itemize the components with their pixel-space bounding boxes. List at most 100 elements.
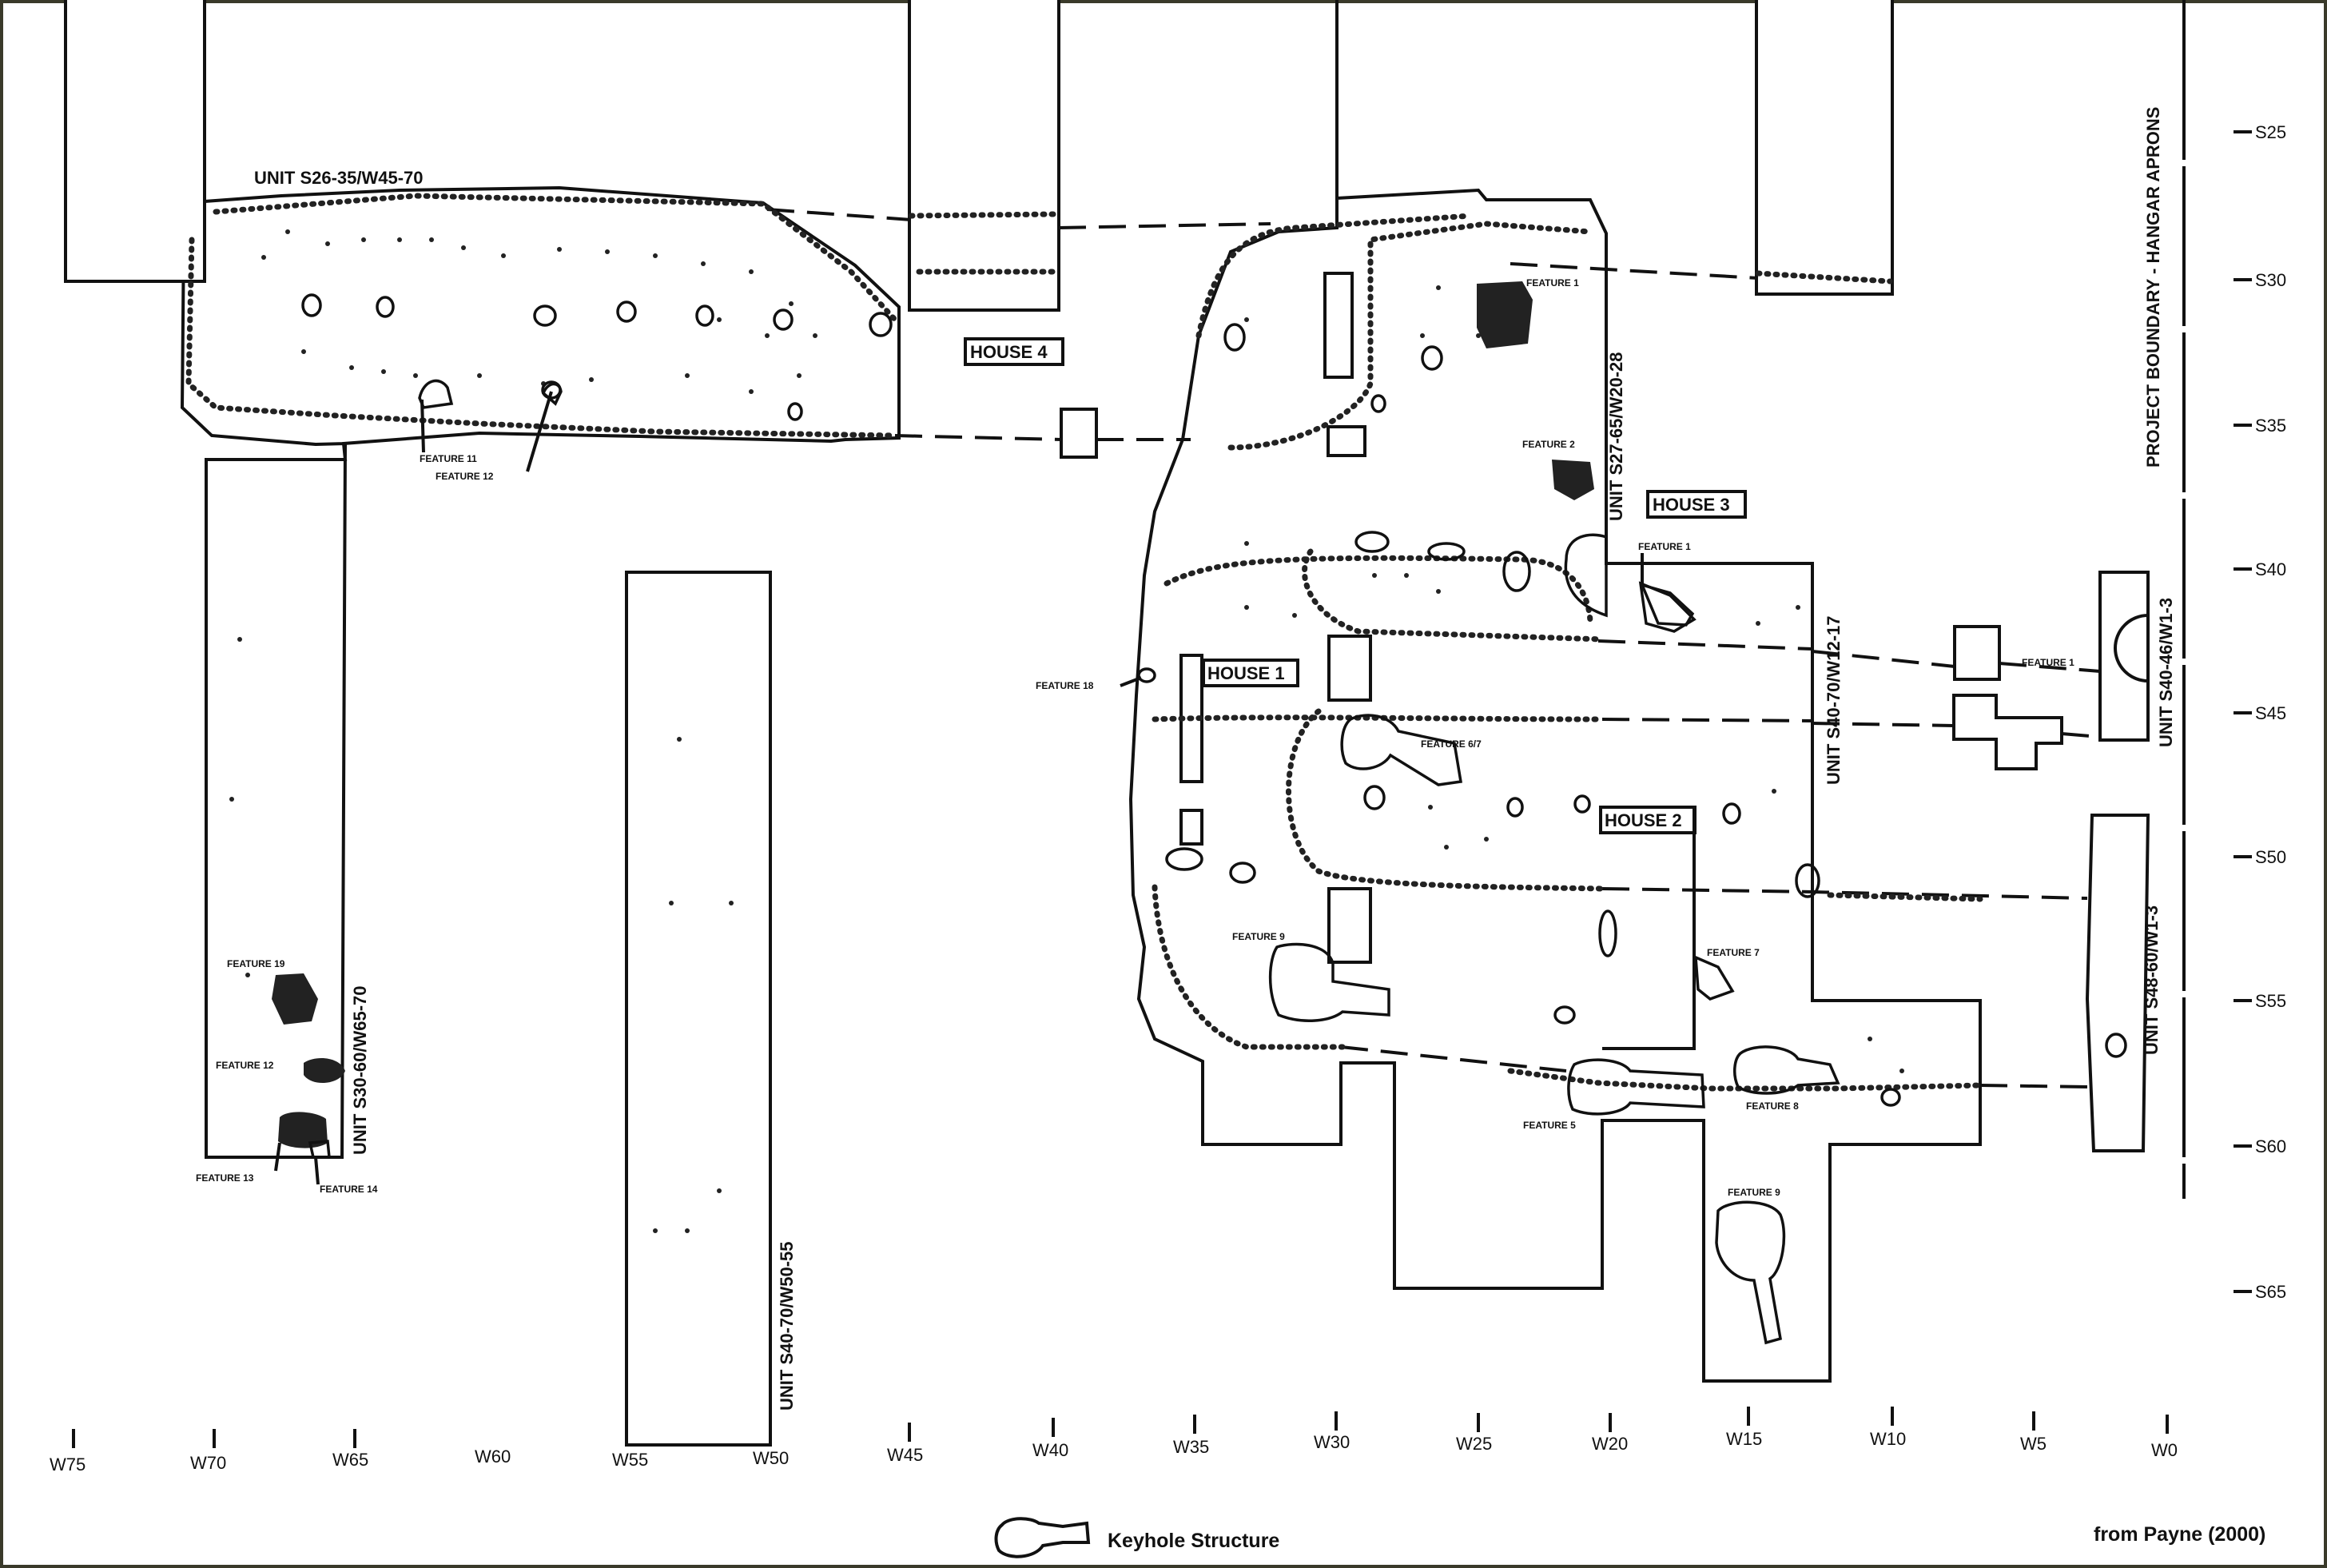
x-label-w40: W40 (1032, 1440, 1068, 1460)
small-unit-w7-cross (1952, 694, 2063, 770)
label-unit-s40-46-w1-3: UNIT S40-46/W1-3 (2156, 598, 2176, 747)
keyhole-feature-7 (1694, 955, 1735, 1001)
small-box-house-4 (1060, 408, 1098, 459)
keyhole-feature-1c (1639, 583, 1695, 627)
label-feature-5: FEATURE 5 (1523, 1120, 1576, 1131)
label-unit-s26-35-w45-70: UNIT S26-35/W45-70 (254, 168, 424, 188)
y-label-s40: S40 (2255, 559, 2286, 579)
unit-s27-65-w20-28-outline (1128, 188, 1982, 1383)
stipple-house-1 (1152, 548, 1605, 722)
x-label-w15: W15 (1726, 1429, 1762, 1449)
leader-feature-18 (1120, 676, 1142, 687)
unit-s40-46-half-circle (2114, 614, 2149, 683)
dashed-line-6 (1340, 1045, 2088, 1088)
x-label-w55: W55 (612, 1450, 648, 1470)
label-feature-8: FEATURE 8 (1746, 1100, 1799, 1112)
x-label-w25: W25 (1456, 1434, 1492, 1454)
label-project-boundary: PROJECT BOUNDARY - HANGAR APRONS (2143, 107, 2163, 468)
trench-w45-north (908, 0, 1060, 312)
label-feature-12: FEATURE 12 (436, 471, 494, 482)
x-label-w10: W10 (1870, 1429, 1906, 1449)
stipple-south-trench (908, 211, 1893, 285)
x-label-w60: W60 (475, 1447, 511, 1467)
scatter-dots (229, 229, 1904, 1233)
label-house-4: HOUSE 4 (970, 342, 1048, 362)
dashed-line-1 (766, 208, 1759, 280)
post-pit-1 (1323, 272, 1354, 379)
x-axis-ticks (72, 1407, 2169, 1448)
label-unit-s40-70-w50-55: UNIT S40-70/W50-55 (777, 1241, 797, 1411)
house-3-box (1646, 490, 1747, 519)
x-label-w0: W0 (2151, 1440, 2178, 1460)
y-label-s35: S35 (2255, 416, 2286, 436)
y-axis-ticks (2234, 130, 2252, 1293)
post-pit-6 (1327, 887, 1372, 964)
feature-2-filled (1552, 460, 1594, 500)
keyhole-feature-8 (1733, 1045, 1840, 1095)
label-feature-2: FEATURE 2 (1522, 439, 1575, 450)
house-4-box (964, 337, 1064, 366)
label-house-2: HOUSE 2 (1605, 810, 1682, 830)
x-label-w35: W35 (1173, 1437, 1209, 1457)
x-label-w45: W45 (887, 1445, 923, 1465)
x-label-w30: W30 (1314, 1432, 1350, 1452)
x-axis-labels: W75 W70 W65 W60 W55 W50 W45 W40 W35 W30 … (50, 1429, 2178, 1474)
label-unit-s30-60-w65-70: UNIT S30-60/W65-70 (350, 985, 370, 1155)
x-label-w50: W50 (753, 1448, 789, 1468)
legend-keyhole-structure-label: Keyhole Structure (1108, 1530, 1279, 1552)
feature-19-filled (272, 973, 318, 1025)
trench-w55-w50 (625, 571, 772, 1447)
feature-13-filled (278, 1112, 328, 1148)
y-label-s55: S55 (2255, 991, 2286, 1011)
stipple-house-3 (1195, 213, 1593, 451)
label-feature-6-7: FEATURE 6/7 (1421, 738, 1482, 750)
label-feature-9a: FEATURE 9 (1232, 931, 1285, 942)
x-label-w5: W5 (2020, 1434, 2047, 1454)
label-feature-7: FEATURE 7 (1707, 947, 1760, 958)
keyhole-feature-9b (1715, 1200, 1786, 1345)
label-feature-1a: FEATURE 1 (1526, 277, 1579, 289)
label-feature-9b: FEATURE 9 (1728, 1187, 1780, 1198)
house-1-box (1202, 659, 1299, 687)
open-pits (301, 293, 2127, 1107)
x-label-w20: W20 (1592, 1434, 1628, 1454)
feature-1-filled (1477, 281, 1533, 348)
trench-w70-w65-north (64, 0, 206, 283)
dashed-line-2 (894, 434, 1191, 441)
y-label-s50: S50 (2255, 847, 2286, 867)
feature-12-filled (304, 1058, 345, 1084)
unit-s40-46-w1-3-outline (2098, 571, 2150, 742)
label-feature-13: FEATURE 13 (196, 1172, 254, 1184)
keyhole-structure-legend-icon (994, 1517, 1091, 1558)
dashed-line-4 (1601, 718, 2101, 738)
stipple-house-2 (1152, 708, 1605, 1050)
label-feature-14: FEATURE 14 (320, 1184, 378, 1195)
keyhole-feature-5 (1567, 1058, 1705, 1116)
unit-s48-60-w1-3-outline (2085, 814, 2150, 1152)
x-label-w65: W65 (332, 1450, 368, 1470)
label-feature-19: FEATURE 19 (227, 958, 285, 969)
y-label-s45: S45 (2255, 703, 2286, 723)
y-label-s60: S60 (2255, 1136, 2286, 1156)
label-unit-s40-70-w12-17: UNIT S40-70/W12-17 (1824, 615, 1844, 785)
post-pit-3 (1327, 635, 1372, 702)
house-2-box (1599, 806, 1697, 834)
label-feature-1c: FEATURE 1 (2022, 657, 2074, 668)
y-label-s65: S65 (2255, 1282, 2286, 1302)
trench-w15-north (1755, 0, 1894, 296)
dashed-line-3 (1597, 639, 2101, 673)
dashed-line-5 (1601, 887, 2088, 900)
y-label-s25: S25 (2255, 122, 2286, 142)
label-unit-s48-60-w1-3: UNIT S48-60/W1-3 (2142, 905, 2162, 1055)
keyhole-feature-9a (1268, 942, 1390, 1022)
keyhole-feature-6-7 (1340, 714, 1463, 786)
leader-feature-11-12 (420, 391, 553, 472)
x-label-w75: W75 (50, 1455, 86, 1474)
label-unit-s27-65-w20-28: UNIT S27-65/W20-28 (1606, 352, 1626, 521)
stipple-house-4-edge (185, 193, 898, 439)
label-feature-1b: FEATURE 1 (1638, 541, 1691, 552)
post-pit-5 (1179, 809, 1203, 846)
label-feature-18: FEATURE 18 (1036, 680, 1094, 691)
label-house-3: HOUSE 3 (1653, 495, 1730, 515)
